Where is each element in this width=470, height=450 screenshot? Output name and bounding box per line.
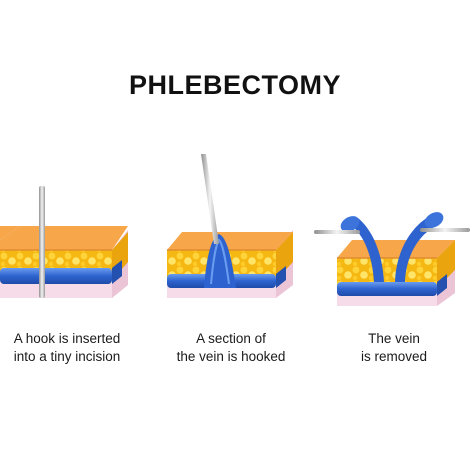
step-1-caption: A hook is inserted into a tiny incision	[0, 330, 142, 366]
step-3-caption-line2: is removed	[360, 349, 428, 364]
step-1-vein	[0, 260, 122, 284]
step-3-caption: The vein is removed	[319, 330, 469, 366]
step-1-skin-block	[0, 226, 128, 298]
step-2-vein	[167, 234, 286, 288]
step-3-hook-right-icon	[420, 228, 470, 232]
step-2-caption-line1: A section of	[196, 331, 266, 346]
step-1-caption-line1: A hook is inserted	[13, 331, 121, 346]
step-2-caption-line2: the vein is hooked	[176, 349, 286, 364]
step-2-caption: A section of the vein is hooked	[156, 330, 306, 366]
step-1-caption-line2: into a tiny incision	[13, 349, 121, 364]
step-3-caption-line1: The vein	[368, 331, 420, 346]
step-2-hook-icon	[201, 154, 219, 244]
step-3-vein	[337, 212, 447, 296]
step-3-hook-left-icon	[314, 230, 360, 234]
step-1-hook-icon	[39, 186, 45, 298]
diagram-title: PHLEBECTOMY	[128, 70, 342, 100]
